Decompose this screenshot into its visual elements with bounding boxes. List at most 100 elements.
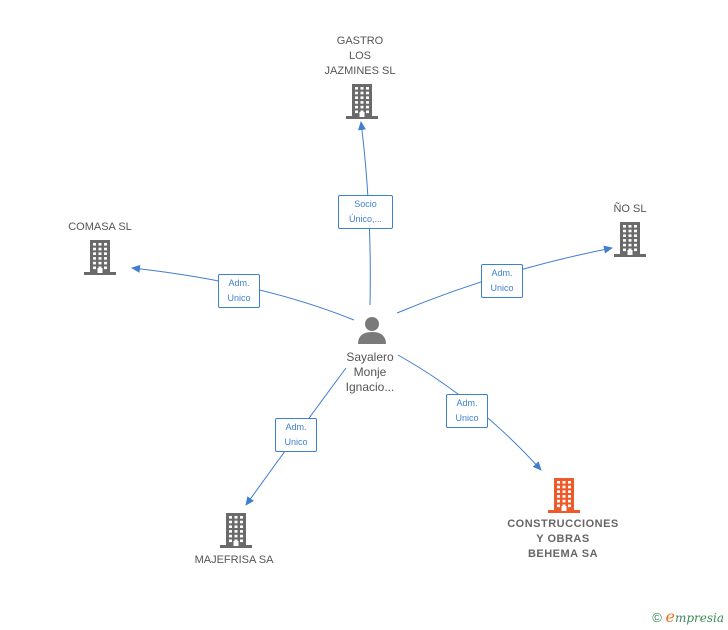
building-window: [104, 247, 107, 251]
building-window: [623, 243, 626, 247]
label-line: CONSTRUCCIONES: [507, 518, 619, 530]
building-window: [568, 495, 571, 498]
building-window: [355, 91, 358, 95]
building-base: [548, 510, 580, 513]
building-window: [355, 110, 358, 114]
building-window: [98, 257, 102, 260]
relation-label-nosl[interactable]: Adm. Unico: [481, 264, 523, 298]
building-window: [628, 239, 632, 242]
label-line: MAJEFRISA SA: [194, 554, 274, 566]
building-window: [557, 504, 560, 508]
building-window: [229, 539, 232, 543]
building-window: [634, 248, 637, 252]
building-icon-gastro[interactable]: [346, 84, 378, 119]
relation-label-comasa[interactable]: Adm. Unico: [218, 274, 260, 308]
building-window: [557, 495, 560, 498]
building-icon-behema[interactable]: [548, 478, 580, 513]
building-window: [240, 525, 243, 528]
building-window: [229, 520, 232, 524]
building-window: [366, 91, 369, 95]
building-window: [240, 520, 243, 524]
building-window: [93, 252, 96, 255]
building-window: [623, 239, 626, 242]
building-window: [98, 261, 102, 265]
building-base: [346, 116, 378, 119]
building-window: [93, 247, 96, 251]
relation-label-gastro[interactable]: Socio Único,...: [338, 195, 393, 229]
building-window: [360, 101, 364, 104]
person-label[interactable]: Sayalero Monje Ignacio...: [320, 350, 420, 395]
relation-line: Unico: [455, 413, 479, 423]
building-window: [93, 243, 96, 246]
brand-logo-initial: e: [665, 607, 675, 626]
building-icon-majefrisa[interactable]: [220, 513, 252, 548]
building-door: [97, 268, 103, 273]
building-window: [229, 525, 232, 528]
building-window: [562, 490, 566, 493]
building-window: [234, 530, 238, 533]
person-icon[interactable]: [358, 317, 386, 344]
relation-line: Socio: [354, 199, 377, 209]
building-door: [627, 250, 633, 255]
label-line: JAZMINES SL: [324, 65, 396, 77]
building-icon-comasa[interactable]: [84, 240, 116, 275]
building-base: [614, 254, 646, 257]
building-window: [628, 248, 632, 252]
building-window: [229, 534, 232, 538]
building-window: [562, 504, 566, 508]
building-icon-nosl[interactable]: [614, 222, 646, 257]
building-window: [623, 248, 626, 252]
building-window: [360, 110, 364, 114]
company-label-comasa[interactable]: COMASA SL: [40, 220, 160, 235]
label-line: Sayalero: [346, 350, 394, 364]
relation-line: Único,...: [348, 214, 382, 224]
label-line: BEHEMA SA: [527, 548, 599, 560]
building-window: [366, 105, 369, 109]
building-window: [568, 481, 571, 484]
label-line: GASTRO: [336, 35, 384, 47]
relation-line: Adm.: [285, 422, 307, 432]
brand-footer[interactable]: © empresia: [652, 607, 724, 626]
building-window: [234, 516, 238, 519]
building-window: [98, 266, 102, 270]
label-line: Monje: [353, 365, 387, 379]
building-window: [234, 525, 238, 528]
building-window: [240, 534, 243, 538]
label-line: COMASA SL: [68, 221, 132, 233]
building-window: [366, 110, 369, 114]
building-window: [104, 266, 107, 270]
building-window: [557, 485, 560, 489]
building-window: [360, 87, 364, 90]
building-window: [360, 91, 364, 95]
company-label-nosl[interactable]: ÑO SL: [570, 202, 690, 217]
relation-line: Adm.: [228, 278, 250, 288]
label-line: Y OBRAS: [536, 533, 590, 545]
building-window: [634, 229, 637, 233]
building-window: [628, 229, 632, 233]
building-window: [104, 261, 107, 265]
building-window: [104, 257, 107, 260]
building-window: [93, 257, 96, 260]
building-window: [568, 499, 571, 503]
building-window: [104, 243, 107, 246]
building-window: [562, 499, 566, 503]
label-line: ÑO SL: [613, 203, 647, 215]
building-window: [355, 96, 358, 99]
building-window: [568, 490, 571, 493]
company-label-majefrisa[interactable]: MAJEFRISA SA: [174, 553, 294, 568]
company-label-gastro[interactable]: GASTRO LOS JAZMINES SL: [300, 34, 420, 79]
company-label-behema[interactable]: CONSTRUCCIONES Y OBRAS BEHEMA SA: [488, 517, 638, 562]
relation-label-majefrisa[interactable]: Adm. Unico: [275, 418, 317, 452]
building-window: [98, 243, 102, 246]
building-base: [220, 545, 252, 548]
building-window: [360, 96, 364, 99]
building-base: [84, 272, 116, 275]
building-window: [93, 261, 96, 265]
building-door: [233, 541, 239, 546]
building-window: [104, 252, 107, 255]
building-window: [229, 516, 232, 519]
label-line: LOS: [348, 50, 371, 62]
building-window: [623, 225, 626, 228]
relation-label-behema[interactable]: Adm. Unico: [446, 394, 488, 428]
